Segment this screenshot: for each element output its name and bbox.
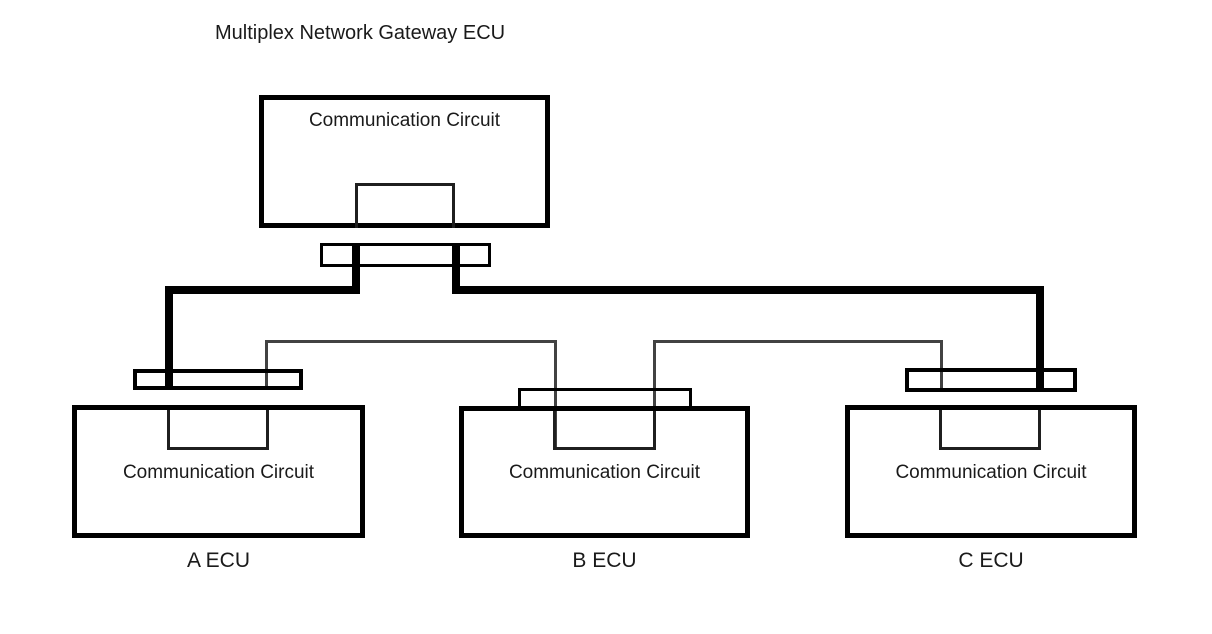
b-ecu-box [459,406,750,538]
a-ecu-connector-bar [133,369,303,390]
thick-bus-drop-a [165,286,173,390]
b-ecu-circuit-label: Communication Circuit [508,462,701,483]
a-ecu-circuit-label: Communication Circuit [122,462,315,483]
thick-bus-drop-c [1036,286,1044,392]
thick-bus-gateway-drop-right [452,243,460,294]
thin-bus-horizontal-ab [265,340,557,343]
thin-bus-drop-c [940,340,943,392]
gateway-ecu-box [259,95,550,228]
thin-bus-drop-a [265,340,268,390]
c-ecu-connector-stub [939,410,1041,450]
gateway-connector-bar [320,243,491,267]
diagram-title: Multiplex Network Gateway ECU [215,22,506,44]
c-ecu-connector-bar [905,368,1077,392]
a-ecu-name: A ECU [186,549,251,572]
gateway-circuit-label: Communication Circuit [308,110,501,131]
b-ecu-name: B ECU [572,549,637,572]
c-ecu-circuit-label: Communication Circuit [895,462,1087,483]
c-ecu-name: C ECU [958,549,1024,572]
c-ecu-box [845,405,1137,538]
thin-bus-horizontal-bc [653,340,943,343]
thin-bus-drop-b-right [653,340,656,450]
thin-bus-drop-b-left [554,340,557,450]
a-ecu-box [72,405,365,538]
b-ecu-connector-bar [518,388,692,410]
thick-bus-gateway-drop-left [352,243,360,294]
a-ecu-connector-stub [167,410,269,450]
b-ecu-connector-stub [553,411,656,450]
gateway-connector-stub [355,183,455,228]
thick-bus-horizontal-left [165,286,360,294]
thick-bus-horizontal-right [452,286,1044,294]
